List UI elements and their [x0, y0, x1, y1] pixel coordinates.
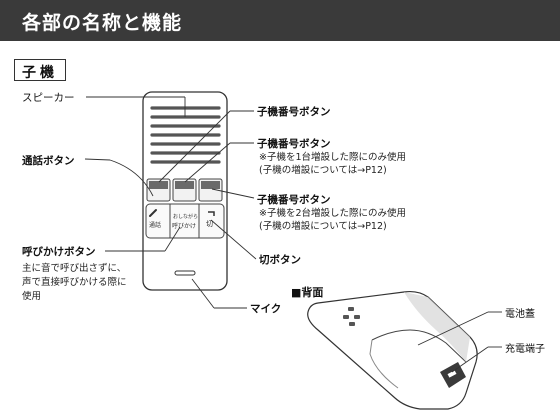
label-back-view: ■背面	[291, 286, 324, 299]
section-label: 子機	[22, 65, 58, 81]
handset-back	[307, 290, 478, 410]
label-mic: マイク	[250, 303, 282, 315]
speaker-grille	[150, 106, 221, 164]
label-call-button: 呼びかけボタン	[22, 246, 96, 258]
call-key-hint: おしながら	[173, 214, 199, 220]
call-key-label: 呼びかけ	[172, 223, 197, 230]
page-title: 各部の名称と機能	[22, 12, 183, 34]
label-charge-terminal: 充電端子	[505, 344, 545, 355]
label-unit-button-2: 子機番号ボタン	[257, 138, 331, 150]
label-off-button: 切ボタン	[259, 254, 301, 266]
talk-key-label: 通話	[149, 222, 162, 229]
leader-lines	[84, 96, 257, 309]
label-unit-button-3: 子機番号ボタン	[257, 194, 331, 206]
handset-front	[142, 91, 228, 291]
header-bar: 各部の名称と機能	[0, 0, 560, 41]
unit-button-2-note-2: (子機の増設については→P12)	[259, 165, 387, 176]
label-unit-button-1: 子機番号ボタン	[257, 106, 331, 118]
call-button-desc-2: 声で直接呼びかける際に	[22, 277, 127, 288]
off-key-label: 切	[206, 220, 213, 228]
label-talk-button: 通話ボタン	[22, 155, 75, 167]
back-leader-lines	[417, 311, 502, 373]
label-battery-cover: 電池蓋	[505, 309, 535, 320]
unit-button-3-note-1: ※子機を2台増設した際にのみ使用	[259, 208, 407, 219]
label-speaker: スピーカー	[22, 92, 75, 104]
section-tag: 子機	[14, 59, 66, 81]
call-button-desc-1: 主に音で呼び出さずに、	[22, 263, 127, 274]
unit-button-2-note-1: ※子機を1台増設した際にのみ使用	[259, 152, 407, 163]
call-button-desc-3: 使用	[22, 291, 42, 302]
unit-button-3-note-2: (子機の増設については→P12)	[259, 221, 387, 232]
unit-buttons	[146, 178, 223, 202]
